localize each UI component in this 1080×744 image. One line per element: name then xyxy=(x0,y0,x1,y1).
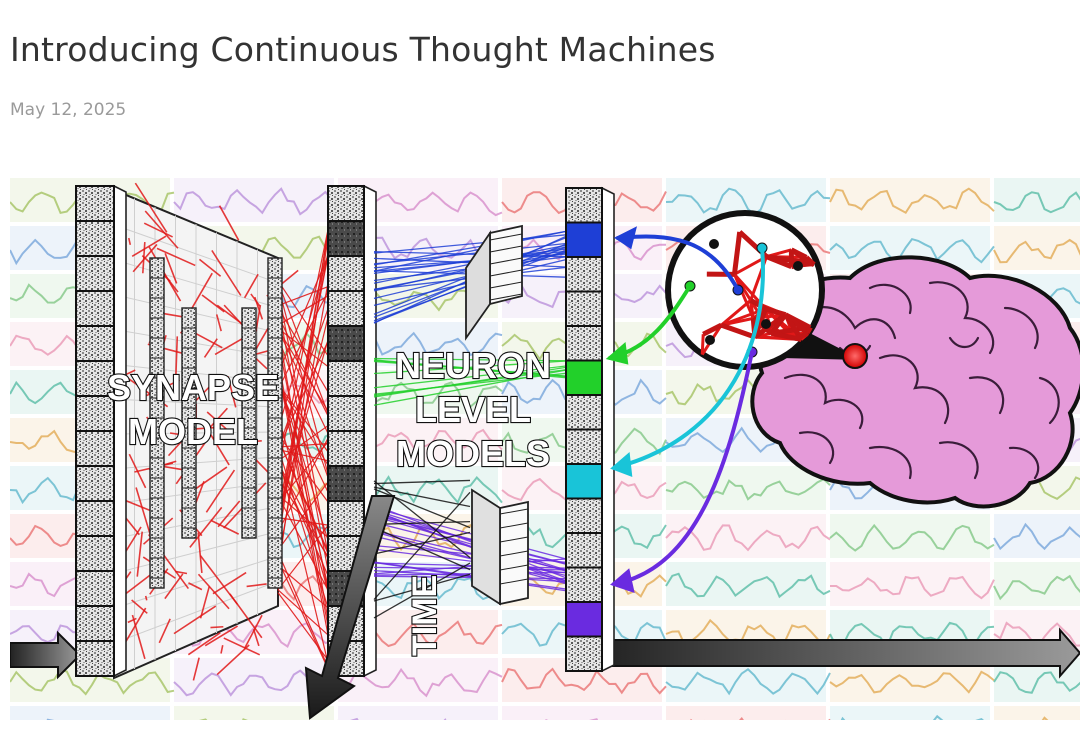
output-arrow xyxy=(599,627,1080,679)
neuron-label-line1: NEURON xyxy=(395,345,551,386)
input-arrow xyxy=(10,630,82,680)
synapse-label-line2: MODEL xyxy=(128,411,258,452)
synapse-model-block xyxy=(93,182,329,681)
neuron-label-line2: LEVEL xyxy=(415,389,531,430)
neuron-label-line3: MODELS xyxy=(396,433,550,474)
post-date: May 12, 2025 xyxy=(10,100,127,120)
time-arrow xyxy=(304,495,396,720)
time-label: TIME xyxy=(406,575,444,656)
input-state-column xyxy=(75,184,127,678)
post-title: Introducing Continuous Thought Machines xyxy=(10,30,716,69)
neuron-level-model-columns xyxy=(465,224,529,606)
brain-region-marker xyxy=(842,343,868,369)
post-activation-column xyxy=(565,186,615,673)
synapse-label-line1: SYNAPSE xyxy=(107,367,279,408)
hero-figure: SYNAPSE MODEL NEURON LEVEL MODELS TIME xyxy=(10,178,1080,720)
ctm-architecture-illustration: SYNAPSE MODEL NEURON LEVEL MODELS TIME xyxy=(10,178,1080,720)
neuron-output-arrows xyxy=(605,226,765,594)
brain-illustration xyxy=(750,255,1080,509)
